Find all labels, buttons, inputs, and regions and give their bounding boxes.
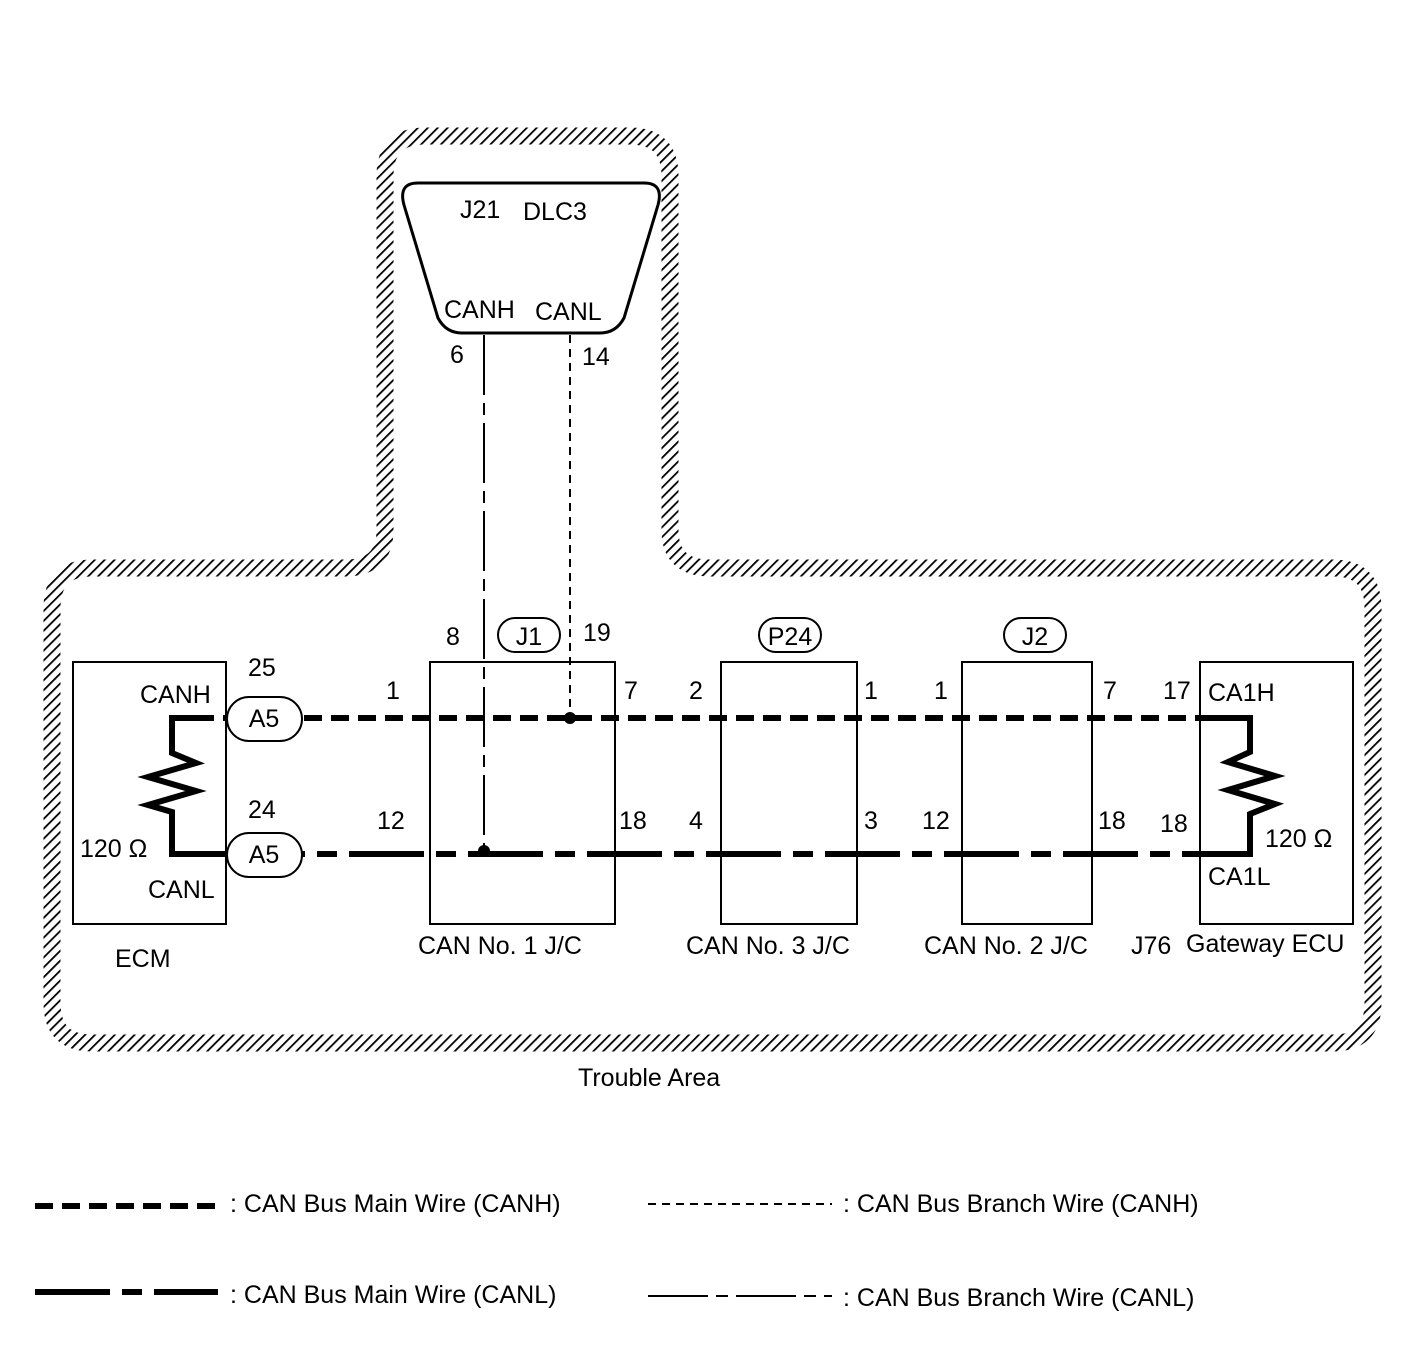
ecm-name: ECM: [115, 945, 171, 973]
ecm-canh-label: CANH: [140, 681, 211, 709]
jc1-pin-in-l: 12: [377, 807, 405, 835]
jc3-name: CAN No. 3 J/C: [686, 932, 850, 960]
ecm-pin-canl: 24: [248, 796, 276, 824]
jc1-pin-branch-l: 8: [446, 623, 460, 651]
branch-junction-canh: [564, 712, 576, 724]
trouble-area-label: Trouble Area: [578, 1064, 720, 1092]
gateway-resistor-icon: [1195, 715, 1286, 857]
branch-junction-canl: [478, 845, 490, 857]
dlc3-pin-canh: 6: [450, 341, 464, 369]
jc1-name: CAN No. 1 J/C: [418, 932, 582, 960]
legend: : CAN Bus Main Wire (CANH) : CAN Bus Bra…: [35, 1190, 1199, 1312]
jc2-id: J2: [1022, 623, 1048, 651]
connector-a5-canh-label: A5: [249, 705, 280, 733]
jc3-pin-in-h: 2: [689, 677, 703, 705]
connector-a5-canh: A5: [226, 696, 303, 742]
jc2-pin-in-l: 12: [922, 807, 950, 835]
legend-main-canl-label: : CAN Bus Main Wire (CANL): [230, 1281, 556, 1309]
can-jc1: J1 8 19 1 12 7 18 CAN No. 1 J/C: [377, 617, 647, 960]
jc2-pin-out-h: 7: [1103, 677, 1117, 705]
dlc3-connector: J21 DLC3 CANH CANL 6 14: [401, 181, 661, 371]
ecm-canl-label: CANL: [148, 876, 215, 904]
gateway-ecu: 17 18 CA1H CA1L 120 Ω J76 Gateway ECU: [1131, 661, 1354, 960]
dlc3-canh-label: CANH: [444, 296, 515, 324]
ecm-resistor-icon: [137, 715, 230, 857]
can-jc2: J2 1 12 7 18 CAN No. 2 J/C: [922, 617, 1126, 960]
legend-branch-canh-label: : CAN Bus Branch Wire (CANH): [843, 1190, 1199, 1218]
connector-a5-canl: A5: [226, 832, 303, 878]
dlc3-name: DLC3: [523, 198, 587, 226]
dlc3-canl-label: CANL: [535, 298, 602, 326]
can-jc3: P24 2 4 1 3 CAN No. 3 J/C: [686, 617, 878, 960]
gateway-id: J76: [1131, 932, 1171, 960]
jc3-id: P24: [768, 623, 813, 651]
jc1-pin-in-h: 1: [386, 677, 400, 705]
gateway-name: Gateway ECU: [1186, 930, 1344, 958]
jc1-id: J1: [516, 623, 542, 651]
jc1-pin-out-h: 7: [624, 677, 638, 705]
dlc3-id: J21: [460, 196, 500, 224]
legend-main-canh-label: : CAN Bus Main Wire (CANH): [230, 1190, 561, 1218]
connector-a5-canl-label: A5: [249, 841, 280, 869]
jc1-pin-branch-h: 19: [583, 619, 611, 647]
gateway-canl-label: CA1L: [1208, 863, 1271, 891]
jc2-pin-in-h: 1: [934, 677, 948, 705]
gateway-resistor-value: 120 Ω: [1265, 825, 1332, 853]
gateway-canh-label: CA1H: [1208, 679, 1275, 707]
ecm-resistor-value: 120 Ω: [80, 835, 147, 863]
jc3-pin-out-h: 1: [864, 677, 878, 705]
dlc3-pin-canl: 14: [582, 343, 610, 371]
jc3-pin-out-l: 3: [864, 807, 878, 835]
ecm-pin-canh: 25: [248, 654, 276, 682]
jc3-pin-in-l: 4: [689, 807, 703, 835]
legend-branch-canl-label: : CAN Bus Branch Wire (CANL): [843, 1284, 1194, 1312]
ecm-unit: CANH CANL 120 Ω ECM: [72, 661, 230, 973]
jc1-pin-out-l: 18: [619, 807, 647, 835]
jc2-pin-out-l: 18: [1098, 807, 1126, 835]
trouble-area-boundary: [43, 127, 1382, 1052]
jc2-name: CAN No. 2 J/C: [924, 932, 1088, 960]
gateway-pin-canh: 17: [1163, 677, 1191, 705]
gateway-pin-canl: 18: [1160, 810, 1188, 838]
